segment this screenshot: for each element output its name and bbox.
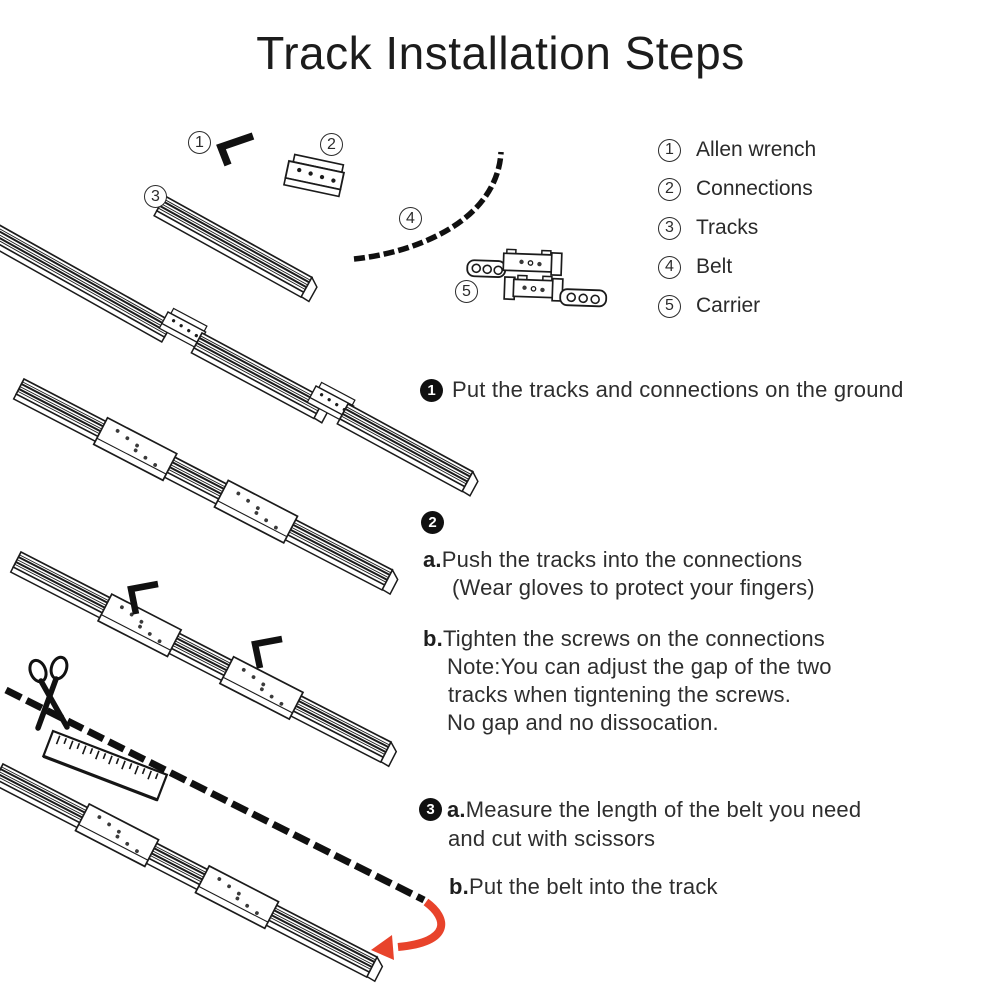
legend-number: 5 [658, 294, 681, 318]
step3-illustration [0, 655, 446, 983]
step-2-badge: 2 [421, 511, 444, 534]
wrench-in-screw-icon [251, 635, 283, 669]
step-2b-note-3: No gap and no dissocation. [447, 710, 719, 735]
marker-connections: 2 [320, 133, 343, 156]
wrench-in-screw-icon [127, 580, 159, 615]
legend-item-tracks: 3 Tracks [658, 216, 816, 240]
marker-belt: 4 [399, 207, 422, 230]
parts-legend: 1 Allen wrench 2 Connections 3 Tracks 4 … [658, 138, 816, 318]
page-title: Track Installation Steps [256, 27, 745, 79]
step-1-text: Put the tracks and connections on the gr… [452, 377, 904, 402]
step-3a-text: a.Measure the length of the belt you nee… [447, 797, 861, 823]
step-3b-prefix: b. [449, 874, 469, 899]
legend-number: 1 [658, 138, 681, 162]
step-2a-prefix: a. [423, 547, 442, 572]
step-2a-line: Push the tracks into the connections [441, 547, 803, 572]
step-2b-note-2: tracks when tigntening the screws. [448, 682, 792, 707]
legend-label: Allen wrench [696, 138, 817, 161]
legend-number: 2 [658, 177, 681, 201]
step-3a-text-2: and cut with scissors [448, 826, 656, 851]
belt-part-drawing [353, 151, 504, 262]
step-3b-line: Put the belt into the track [468, 874, 718, 899]
carrier-part-drawing [466, 248, 608, 308]
marker-allen-wrench: 1 [188, 131, 211, 154]
belt-line [4, 686, 426, 904]
marker-tracks: 3 [144, 185, 167, 208]
track-part-drawing [153, 194, 318, 303]
legend-item-allen-wrench: 1 Allen wrench [658, 138, 816, 162]
step-1: 1 Put the tracks and connections on the … [420, 377, 904, 403]
connection-part-drawing [283, 152, 347, 198]
scissors-icon [28, 655, 70, 731]
legend-label: Connections [696, 177, 813, 200]
step-1-badge: 1 [420, 378, 443, 402]
legend-item-belt: 4 Belt [658, 255, 816, 279]
step-2b-note-1: Note:You can adjust the gap of the two [447, 654, 832, 679]
legend-number: 4 [658, 255, 681, 279]
step-2a-text: a.Push the tracks into the connections [423, 547, 802, 573]
red-arrow [371, 898, 446, 960]
step-2b-line: Tighten the screws on the connections [442, 626, 825, 651]
legend-item-carrier: 5 Carrier [658, 294, 816, 318]
step-2b-text: b.Tighten the screws on the connections [423, 626, 825, 652]
step-3-badge: 3 [419, 798, 442, 821]
step1-illustration [0, 220, 479, 497]
legend-label: Belt [696, 255, 733, 278]
step-2b-prefix: b. [423, 626, 443, 651]
legend-label: Tracks [696, 216, 759, 239]
step-2a-note: (Wear gloves to protect your fingers) [452, 575, 815, 600]
step-3a-prefix: a. [447, 797, 466, 822]
allen-wrench-drawing [216, 132, 255, 167]
ruler-drawing [41, 729, 169, 802]
legend-number: 3 [658, 216, 681, 240]
step2a-illustration [12, 377, 399, 596]
step-3b-text: b.Put the belt into the track [449, 874, 718, 900]
step2b-illustration [9, 550, 398, 768]
legend-item-connections: 2 Connections [658, 177, 816, 201]
legend-label: Carrier [696, 294, 761, 317]
marker-carrier: 5 [455, 280, 478, 303]
step-3a-line: Measure the length of the belt you need [465, 797, 862, 822]
